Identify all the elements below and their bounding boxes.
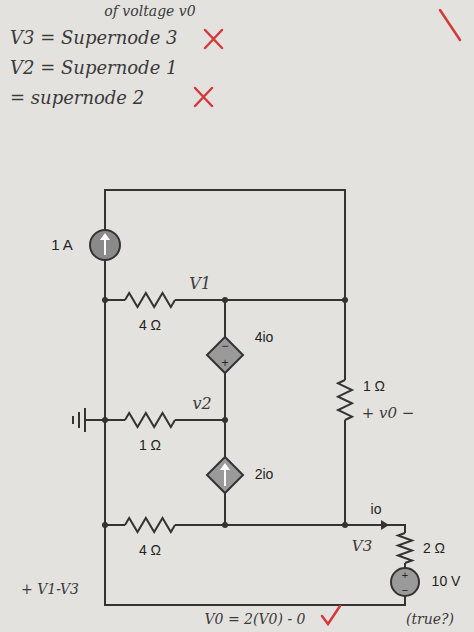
node-label: V1 — [189, 275, 211, 293]
red-marks — [195, 10, 460, 624]
ground-symbol — [73, 408, 85, 432]
component-value: 1 Ω — [139, 438, 161, 453]
handwritten-note: = supernode 2 — [10, 88, 144, 108]
current-source — [90, 230, 120, 260]
component-value: 4 Ω — [139, 318, 161, 333]
wires — [85, 190, 405, 605]
current-arrow — [365, 524, 383, 526]
wire — [175, 299, 345, 301]
node-label: V3 — [352, 538, 372, 555]
current-label: io — [371, 502, 382, 517]
junction-dot — [102, 417, 108, 423]
pen-stroke — [440, 10, 460, 40]
handwritten-note: V2 = Supernode 1 — [10, 58, 177, 78]
dependent-voltage-source — [207, 337, 243, 373]
junction-dot — [222, 297, 228, 303]
wire — [175, 525, 405, 533]
polarity-sign: + — [221, 357, 228, 370]
check-mark — [322, 606, 340, 624]
component-value: 2io — [255, 467, 274, 482]
current-source — [90, 230, 120, 260]
dependent-source-diamond — [207, 337, 243, 373]
voltage-source — [391, 568, 419, 596]
dependent-source-diamond — [207, 457, 243, 493]
component-value: 2 Ω — [423, 541, 445, 556]
voltage-label: + v0 − — [362, 405, 415, 422]
junction-dot — [222, 417, 228, 423]
junction-dots — [102, 297, 348, 528]
handwritten-note: V3 = Supernode 3 — [10, 28, 177, 48]
resistor-symbol — [125, 293, 175, 307]
junction-dot — [222, 522, 228, 528]
source-arrow — [104, 238, 106, 255]
cross-mark — [205, 30, 222, 48]
resistor-symbol — [338, 380, 352, 420]
polarity-sign: − — [402, 584, 408, 596]
junction-dot — [102, 522, 108, 528]
component-value: 1 Ω — [363, 379, 385, 394]
polarity-sign: − — [221, 340, 228, 353]
wire — [344, 420, 346, 525]
resistors — [125, 293, 412, 563]
current-arrow — [381, 520, 389, 530]
source-arrow — [224, 468, 226, 486]
component-value: 4 Ω — [139, 543, 161, 558]
source-arrow — [220, 463, 230, 470]
junction-dot — [342, 522, 348, 528]
junction-dot — [102, 297, 108, 303]
handwritten-note: + V1-V3 — [21, 582, 79, 597]
cross-mark — [195, 88, 212, 106]
component-value: 4io — [255, 330, 274, 345]
resistor-symbol — [398, 533, 412, 563]
handwritten-note: (true?) — [406, 612, 454, 627]
component-value: 10 V — [432, 574, 461, 589]
voltage-source — [391, 568, 419, 596]
junction-dot — [342, 297, 348, 303]
wire — [175, 419, 225, 421]
resistor-symbol — [125, 413, 175, 427]
resistor-symbol — [125, 518, 175, 532]
handwritten-note: of voltage v0 — [104, 4, 195, 19]
component-value: 1 A — [51, 237, 73, 254]
dependent-current-source — [207, 457, 243, 493]
wire — [105, 260, 405, 605]
wire — [105, 190, 345, 380]
source-arrow — [100, 233, 110, 240]
ground-symbol — [73, 408, 85, 432]
node-label: v2 — [192, 395, 211, 413]
polarity-sign: + — [402, 569, 408, 581]
handwritten-note: V0 = 2(V0) - 0 — [204, 612, 305, 627]
